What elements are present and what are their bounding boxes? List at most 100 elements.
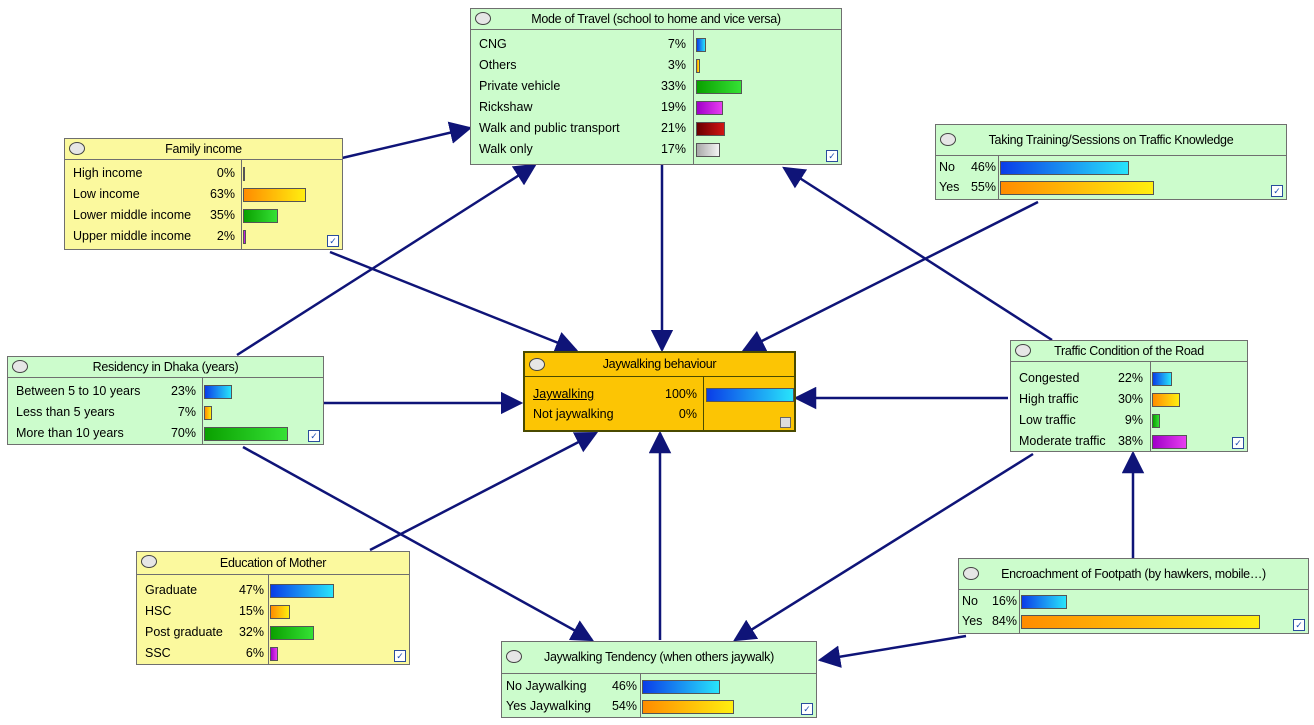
state-label: Post graduate: [145, 625, 223, 639]
state-label: SSC: [145, 646, 171, 660]
node-encroachment-footpath[interactable]: Encroachment of Footpath (by hawkers, mo…: [958, 558, 1309, 634]
node-title: Encroachment of Footpath (by hawkers, mo…: [1001, 567, 1266, 581]
state-percent: 46%: [611, 679, 637, 693]
belief-bar: [270, 605, 290, 619]
belief-bar: [1000, 181, 1154, 195]
state-percent: 6%: [245, 646, 264, 660]
oval-icon: [141, 555, 157, 568]
edge-traffic-to-tendency: [733, 452, 1034, 642]
state-percent: 0%: [678, 407, 697, 421]
node-title: Mode of Travel (school to home and vice …: [531, 12, 781, 26]
oval-icon: [940, 133, 956, 146]
belief-bar: [642, 700, 734, 714]
checkbox-icon[interactable]: ✓: [1293, 619, 1305, 631]
node-header: Taking Training/Sessions on Traffic Know…: [936, 125, 1286, 156]
state-percent: 47%: [238, 583, 264, 597]
checkbox-icon[interactable]: ✓: [801, 703, 813, 715]
node-mode-of-travel[interactable]: Mode of Travel (school to home and vice …: [470, 8, 842, 165]
state-percent: 19%: [660, 100, 686, 114]
state-label: Upper middle income: [73, 229, 192, 243]
state-percent: 2%: [216, 229, 235, 243]
state-label: No Jaywalking: [506, 679, 587, 693]
state-label: Walk only: [479, 142, 533, 156]
node-header: Mode of Travel (school to home and vice …: [471, 9, 841, 30]
edge-encroachment-to-tendency: [817, 634, 967, 668]
state-percent: 70%: [170, 426, 196, 440]
belief-bar: [696, 38, 706, 52]
state-percent: 38%: [1117, 434, 1143, 448]
node-header: Encroachment of Footpath (by hawkers, mo…: [959, 559, 1308, 590]
state-label: Congested: [1019, 371, 1080, 385]
oval-icon: [529, 358, 545, 371]
oval-icon: [963, 567, 979, 580]
oval-icon: [69, 142, 85, 155]
checkbox-icon[interactable]: ✓: [1271, 185, 1283, 197]
belief-bar: [642, 680, 720, 694]
node-title: Jaywalking Tendency (when others jaywalk…: [544, 650, 774, 664]
state-label: Graduate: [145, 583, 198, 597]
node-header: Family income: [65, 139, 342, 160]
state-percent: 54%: [611, 699, 637, 713]
belief-bar: [1152, 393, 1180, 407]
belief-bar: [1021, 595, 1067, 609]
state-percent: 0%: [216, 166, 235, 180]
state-label: No: [962, 594, 978, 608]
node-title: Residency in Dhaka (years): [92, 360, 239, 374]
edge-family-to-mode: [341, 121, 473, 160]
belief-bar: [696, 80, 742, 94]
edge-traffic-to-mode: [782, 166, 1053, 342]
checkbox-icon[interactable]: ✓: [327, 235, 339, 247]
separator: [998, 156, 999, 200]
separator: [640, 674, 641, 718]
checkbox-icon[interactable]: ✓: [1232, 437, 1244, 449]
node-residency-dhaka[interactable]: Residency in Dhaka (years) Between 5 to …: [7, 356, 324, 445]
separator: [693, 30, 694, 165]
state-label: Low income: [73, 187, 140, 201]
belief-bar: [696, 101, 723, 115]
state-percent: 7%: [667, 37, 686, 51]
node-title: Jaywalking behaviour: [602, 357, 717, 371]
separator: [1150, 362, 1151, 452]
state-label: No: [939, 160, 955, 174]
belief-bar: [696, 122, 725, 136]
belief-bar: [270, 584, 334, 598]
node-jaywalking-tendency[interactable]: Jaywalking Tendency (when others jaywalk…: [501, 641, 817, 718]
state-label: Private vehicle: [479, 79, 561, 93]
lock-icon[interactable]: [780, 417, 791, 428]
state-label: High traffic: [1019, 392, 1079, 406]
separator: [202, 378, 203, 445]
state-percent: 55%: [970, 180, 996, 194]
state-percent: 32%: [238, 625, 264, 639]
state-percent: 33%: [660, 79, 686, 93]
node-header: Jaywalking Tendency (when others jaywalk…: [502, 642, 816, 674]
belief-bar: [204, 427, 288, 441]
checkbox-icon[interactable]: ✓: [308, 430, 320, 442]
checkbox-icon[interactable]: ✓: [826, 150, 838, 162]
edge-family-to-jaywalking: [329, 250, 579, 353]
state-label: Yes Jaywalking: [506, 699, 592, 713]
belief-bar: [204, 385, 232, 399]
state-percent: 46%: [970, 160, 996, 174]
state-percent: 16%: [991, 594, 1017, 608]
node-title: Education of Mother: [219, 556, 327, 570]
state-label: Less than 5 years: [16, 405, 115, 419]
node-training-sessions[interactable]: Taking Training/Sessions on Traffic Know…: [935, 124, 1287, 200]
state-percent: 30%: [1117, 392, 1143, 406]
belief-bar: [243, 167, 245, 181]
state-percent: 23%: [170, 384, 196, 398]
node-title: Taking Training/Sessions on Traffic Know…: [988, 133, 1234, 147]
separator: [241, 160, 242, 250]
checkbox-icon[interactable]: ✓: [394, 650, 406, 662]
belief-bar: [1000, 161, 1129, 175]
node-header: Residency in Dhaka (years): [8, 357, 323, 378]
